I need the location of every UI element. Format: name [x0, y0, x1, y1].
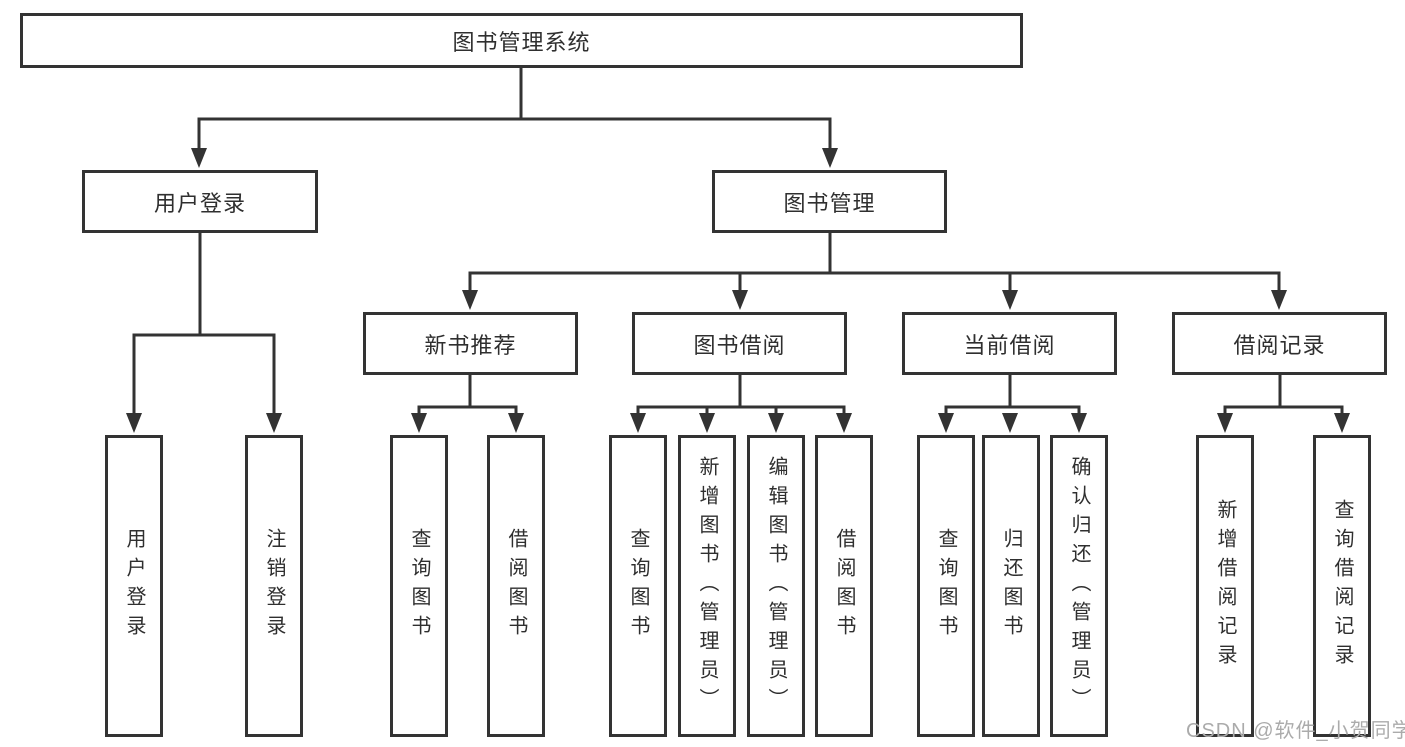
node-leaf-edit-book-admin: 编辑图书（管理员）	[747, 435, 805, 737]
node-label: 查询图书	[935, 528, 957, 644]
node-leaf-search-books: 查询图书	[917, 435, 975, 737]
connector-new-books	[417, 375, 518, 413]
arrowhead-icon	[462, 290, 478, 310]
node-borrowing-records: 借阅记录	[1172, 312, 1387, 375]
node-current-borrowing: 当前借阅	[902, 312, 1117, 375]
arrowhead-icon	[1271, 290, 1287, 310]
arrowhead-icon	[1002, 290, 1018, 310]
arrowhead-icon	[699, 413, 715, 433]
arrowhead-icon	[411, 413, 427, 433]
arrowhead-icon	[836, 413, 852, 433]
node-label: 用户登录	[123, 528, 145, 644]
arrowhead-icon	[1334, 413, 1350, 433]
arrowhead-icon	[191, 148, 207, 168]
node-label: 用户登录	[153, 190, 246, 216]
node-label: 归还图书	[1000, 528, 1022, 644]
watermark: CSDN @软件_小贺同学	[1186, 720, 1405, 742]
node-leaf-logout: 注销登录	[245, 435, 303, 737]
node-leaf-search-borrow-record: 查询借阅记录	[1313, 435, 1371, 737]
node-leaf-borrow-books: 借阅图书	[815, 435, 873, 737]
arrowhead-icon	[508, 413, 524, 433]
node-new-book-recommendation: 新书推荐	[363, 312, 578, 375]
arrowhead-icon	[266, 413, 282, 433]
node-leaf-user-login: 用户登录	[105, 435, 163, 737]
node-label: 查询图书	[627, 528, 649, 644]
arrowhead-icon	[1217, 413, 1233, 433]
node-label: 当前借阅	[963, 332, 1056, 358]
node-label: 借阅记录	[1233, 332, 1326, 358]
node-leaf-confirm-return-admin: 确认归还（管理员）	[1050, 435, 1108, 737]
arrowhead-icon	[938, 413, 954, 433]
arrowhead-icon	[1071, 413, 1087, 433]
node-book-borrowing: 图书借阅	[632, 312, 847, 375]
node-label: 图书管理系统	[452, 29, 591, 55]
node-book-management-module: 图书管理	[712, 170, 947, 233]
arrowhead-icon	[732, 290, 748, 310]
connector-user-login	[132, 233, 276, 413]
node-label: 新增借阅记录	[1214, 499, 1236, 673]
node-label: 借阅图书	[833, 528, 855, 644]
node-leaf-add-borrow-record: 新增借阅记录	[1196, 435, 1254, 737]
arrowhead-icon	[126, 413, 142, 433]
arrowhead-icon	[822, 148, 838, 168]
node-label: 图书借阅	[693, 332, 786, 358]
node-label: 编辑图书（管理员）	[765, 455, 787, 717]
node-label: 注销登录	[263, 528, 285, 644]
node-root-system: 图书管理系统	[20, 13, 1023, 68]
connector-book-borrow	[636, 375, 846, 413]
connector-borrow-records	[1223, 375, 1344, 413]
connector-book-mgmt	[468, 233, 1281, 290]
node-leaf-search-books: 查询图书	[609, 435, 667, 737]
node-label: 借阅图书	[505, 528, 527, 644]
node-user-login-module: 用户登录	[82, 170, 318, 233]
node-leaf-search-books: 查询图书	[390, 435, 448, 737]
node-leaf-return-books: 归还图书	[982, 435, 1040, 737]
node-leaf-add-book-admin: 新增图书（管理员）	[678, 435, 736, 737]
node-leaf-borrow-books: 借阅图书	[487, 435, 545, 737]
node-label: 确认归还（管理员）	[1068, 455, 1090, 717]
node-label: 查询图书	[408, 528, 430, 644]
connector-root	[197, 68, 832, 150]
arrowhead-icon	[1002, 413, 1018, 433]
node-label: 新书推荐	[424, 332, 517, 358]
node-label: 新增图书（管理员）	[696, 455, 718, 717]
arrowhead-icon	[630, 413, 646, 433]
node-label: 查询借阅记录	[1331, 499, 1353, 673]
connector-current-borrow	[944, 375, 1081, 413]
arrowhead-icon	[768, 413, 784, 433]
node-label: 图书管理	[783, 190, 876, 216]
